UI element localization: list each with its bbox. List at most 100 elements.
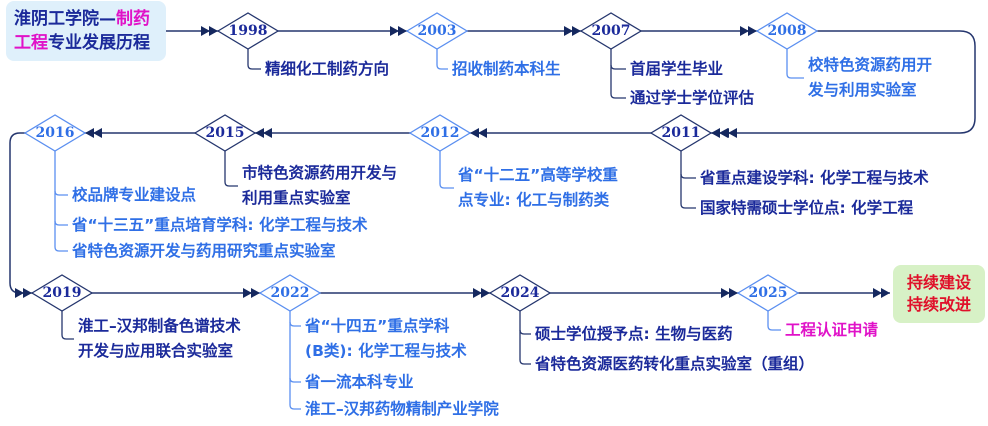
year-diamond [30, 274, 94, 312]
year-diamond [579, 12, 643, 50]
end-box: 持续建设 持续改进 [893, 265, 985, 323]
milestone-item: 省特色资源开发与药用研究重点实验室 [72, 242, 336, 260]
year-label: 2022 [270, 285, 310, 301]
milestone-item: 通过学士学位评估 [630, 89, 755, 107]
item-connector [289, 377, 301, 383]
milestone-item: 省特色资源医药转化重点实验室（重组） [535, 355, 815, 373]
milestone-item: 省“十二五”高等学校重 [458, 166, 618, 184]
milestone-item: 市特色资源药用开发与 [242, 164, 398, 182]
milestone-item: 省一流本科专业 [305, 373, 414, 391]
milestone-item: 点专业: 化工与制药类 [458, 191, 610, 209]
item-connector [247, 49, 261, 70]
arrowhead-icon [473, 288, 482, 298]
year-diamond [216, 12, 280, 50]
item-connector [436, 49, 448, 70]
arrowhead-icon [85, 128, 94, 138]
title-highlight: 制药 [116, 9, 150, 29]
item-connector [54, 151, 68, 252]
milestone-item: 省重点建设学科: 化学工程与技术 [700, 169, 929, 187]
milestone-item: 淮工–汉邦药物精制产业学院 [305, 400, 499, 418]
arrowhead-icon [721, 288, 730, 298]
year-diamond [649, 114, 713, 152]
milestone-item: 校特色资源药用开 [808, 56, 933, 74]
milestone-item: 首届学生毕业 [630, 60, 724, 78]
title-text: 专业发展历程 [48, 33, 150, 53]
diagram-title: 淮阴工学院—制药 工程专业发展历程 [6, 1, 166, 61]
item-connector [61, 311, 74, 340]
year-label: 2015 [205, 125, 245, 141]
milestone-item: 校品牌专业建设点 [72, 186, 197, 204]
year-diamond [408, 114, 472, 152]
year-label: 2012 [420, 125, 460, 141]
item-connector [519, 311, 531, 365]
item-connector [54, 220, 68, 226]
arrowhead-icon [201, 26, 210, 36]
item-connector [54, 190, 68, 196]
year-label: 2024 [500, 285, 540, 301]
arrowhead-icon [93, 128, 102, 138]
year-label: 2003 [417, 23, 457, 39]
arrowhead-icon [564, 26, 573, 36]
year-diamond [258, 274, 322, 312]
arrowhead-icon [243, 288, 252, 298]
arrowhead-icon [209, 26, 218, 36]
milestone-item: 省“十三五”重点培育学科: 化学工程与技术 [72, 216, 368, 234]
year-diamond [488, 274, 552, 312]
item-connector [439, 151, 454, 189]
milestone-item: 发与利用实验室 [808, 81, 917, 99]
item-connector [519, 329, 531, 335]
year-label: 1998 [228, 23, 268, 39]
milestone-item: 省“十四五”重点学科 [305, 317, 450, 335]
item-connector [786, 49, 804, 79]
arrowhead-icon [251, 288, 260, 298]
arrowhead-icon [748, 26, 757, 36]
year-label: 2008 [767, 23, 807, 39]
year-diamond [405, 12, 469, 50]
end-line-2: 持续改进 [906, 295, 971, 314]
arrowhead-icon [390, 26, 399, 36]
year-diamond [23, 114, 87, 152]
arrowhead-icon [478, 128, 487, 138]
year-label: 2025 [748, 285, 788, 301]
end-line-1: 持续建设 [906, 273, 971, 292]
milestone-item: 招收制药本科生 [452, 60, 561, 78]
milestone-item: 利用重点实验室 [242, 189, 351, 207]
year-diamond [736, 274, 800, 312]
item-connector [224, 151, 238, 187]
milestone-item: 国家特需硕士学位点: 化学工程 [700, 199, 914, 217]
arrowhead-icon [881, 288, 890, 298]
arrowhead-icon [740, 26, 749, 36]
item-connector [767, 311, 781, 331]
year-label: 2019 [42, 285, 82, 301]
item-connector [680, 151, 696, 209]
item-connector [289, 321, 301, 327]
milestone-item: (B类): 化学工程与技术 [305, 342, 467, 360]
arrowhead-icon [481, 288, 490, 298]
milestone-item: 精细化工制药方向 [265, 60, 390, 78]
arrowhead-icon [720, 128, 729, 138]
arrowhead-icon [729, 288, 738, 298]
item-connector [610, 64, 626, 70]
item-connector [610, 49, 626, 99]
year-diamond [755, 12, 819, 50]
arrowhead-icon [572, 26, 581, 36]
year-label: 2007 [591, 23, 631, 39]
arrowhead-icon [470, 128, 479, 138]
arrowhead-icon [23, 288, 32, 298]
timeline-path [9, 30, 976, 294]
milestone-item: 硕士学位授予点: 生物与医药 [535, 325, 733, 343]
milestone-item: 工程认证申请 [785, 321, 879, 339]
arrowhead-icon [15, 288, 24, 298]
milestone-item: 开发与应用联合实验室 [78, 342, 234, 360]
year-label: 2016 [35, 125, 75, 141]
arrowhead-icon [398, 26, 407, 36]
year-label: 2011 [661, 125, 701, 141]
arrowhead-icon [873, 288, 882, 298]
item-connector [680, 173, 696, 179]
item-connector [289, 311, 301, 410]
title-text: 淮阴工学院— [14, 9, 116, 29]
arrowhead-icon [263, 128, 272, 138]
milestone-item: 淮工–汉邦制备色谱技术 [78, 317, 241, 335]
